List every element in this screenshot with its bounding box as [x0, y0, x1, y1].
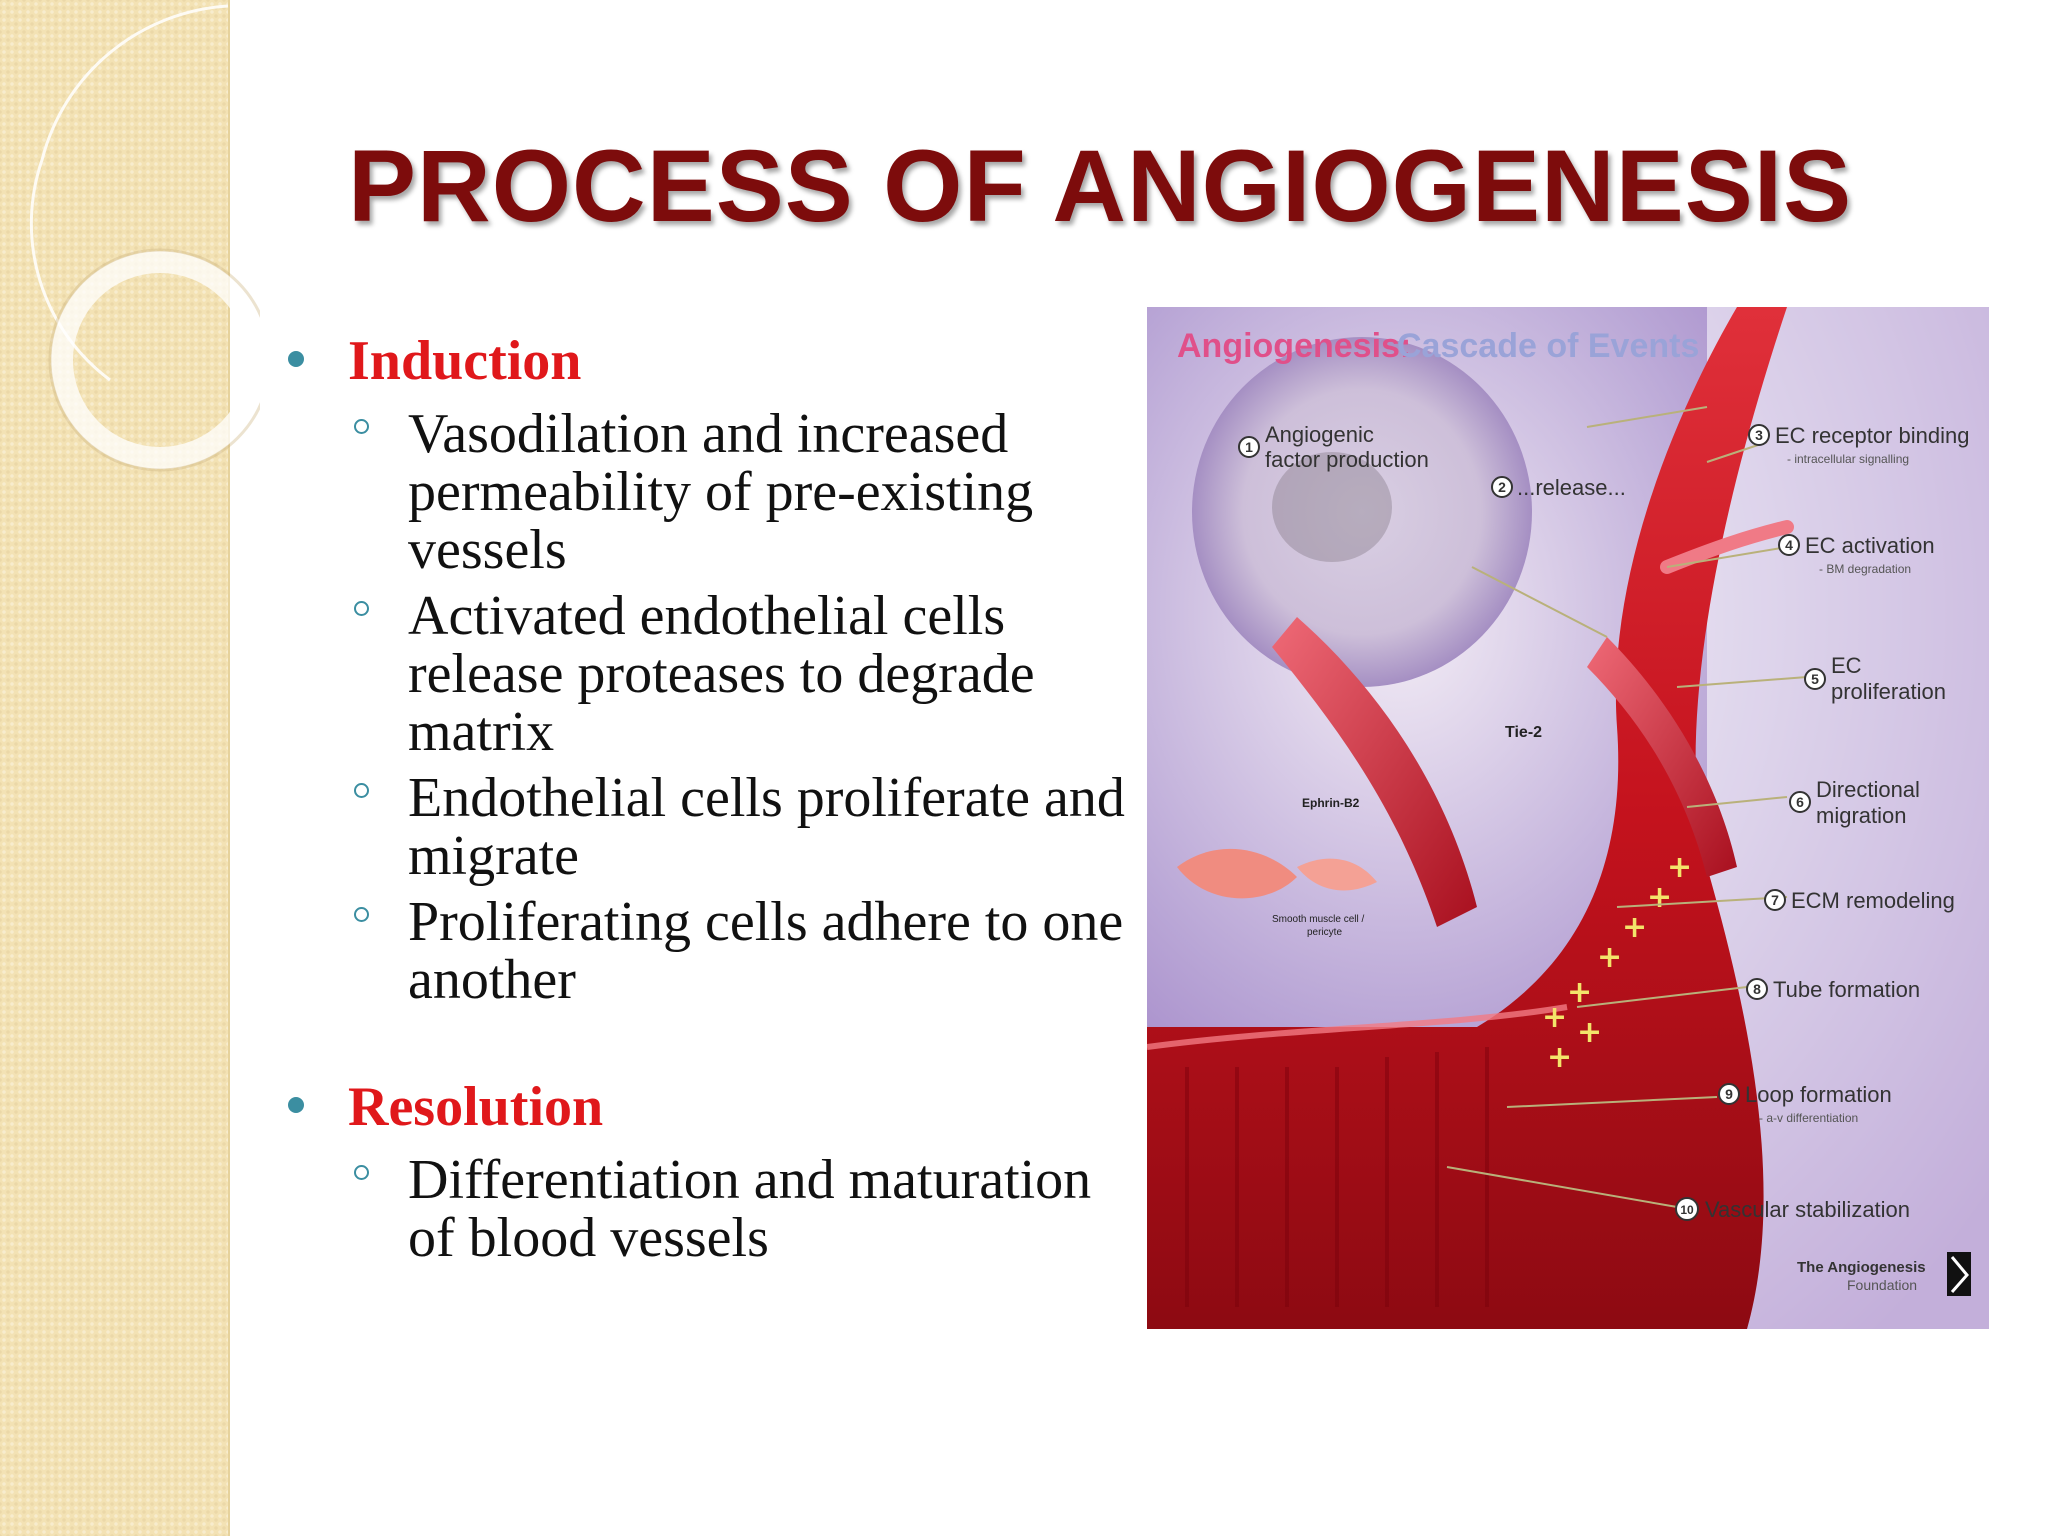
svg-text:5: 5	[1811, 671, 1819, 687]
hollow-bullet-icon	[354, 783, 369, 798]
svg-text:2: 2	[1498, 479, 1506, 495]
section-induction: Induction Vasodilation and increased per…	[282, 325, 1132, 1009]
list-item: Activated endothelial cells release prot…	[282, 587, 1132, 761]
list-item: Differentiation and maturation of blood …	[282, 1151, 1132, 1267]
list-item-text: Proliferating cells adhere to one anothe…	[408, 891, 1124, 1011]
illustration-svg: +++ +++ ++ Angiogenesis: Cascade of Even…	[1147, 307, 1989, 1329]
list-item: Vasodilation and increased permeability …	[282, 405, 1132, 579]
vessel-ridges	[1185, 1047, 1489, 1307]
sub-bullet-list: Differentiation and maturation of blood …	[282, 1151, 1132, 1267]
list-item: Endothelial cells proliferate and migrat…	[282, 769, 1132, 885]
sub-bullet-list: Vasodilation and increased permeability …	[282, 405, 1132, 1009]
step-label-8: 8 Tube formation	[1746, 977, 1920, 1002]
svg-text:3: 3	[1755, 427, 1763, 443]
leader-lines	[1446, 406, 1808, 1208]
deco-ring-outline	[48, 248, 260, 472]
step-label-4: 4 EC activation - BM degradation	[1778, 533, 1935, 576]
svg-text:EC receptor binding: EC receptor binding	[1775, 423, 1969, 448]
svg-text:- BM degradation: - BM degradation	[1819, 562, 1911, 576]
slide-title: PROCESS OF ANGIOGENESIS	[348, 129, 1853, 243]
step-label-2: 2 ...release...	[1491, 475, 1626, 500]
section-resolution: Resolution Differentiation and maturatio…	[282, 1071, 1132, 1267]
figure-title-part2: Cascade of Events	[1397, 327, 1699, 365]
svg-text:10: 10	[1680, 1203, 1694, 1217]
hollow-bullet-icon	[354, 419, 369, 434]
svg-text:Tube formation: Tube formation	[1773, 977, 1920, 1002]
svg-text:proliferation: proliferation	[1831, 679, 1946, 704]
svg-text:+: +	[1647, 880, 1672, 915]
deco-ring	[51, 251, 260, 469]
svg-text:Loop formation: Loop formation	[1745, 1082, 1892, 1107]
svg-text:9: 9	[1725, 1086, 1733, 1102]
decorative-rings	[29, 4, 260, 472]
svg-text:The Angiogenesis: The Angiogenesis	[1797, 1259, 1926, 1276]
svg-text:EC: EC	[1831, 653, 1862, 678]
svg-text:+: +	[1622, 910, 1647, 945]
svg-text:+: +	[1597, 940, 1622, 975]
smooth-muscle-label: Smooth muscle cell /	[1272, 914, 1364, 925]
vessel-sprout-right	[1587, 637, 1737, 877]
svg-text:Angiogenic: Angiogenic	[1265, 422, 1374, 447]
svg-text:+: +	[1567, 975, 1592, 1010]
step-label-5: 5 EC proliferation	[1804, 653, 1946, 704]
tie2-label: Tie-2	[1505, 724, 1542, 741]
bullet-content: Induction Vasodilation and increased per…	[282, 325, 1132, 1267]
svg-text:+: +	[1547, 1040, 1572, 1075]
svg-text:4: 4	[1785, 537, 1793, 553]
pericyte-shape	[1297, 858, 1377, 891]
svg-text:+: +	[1577, 1015, 1602, 1050]
section-heading: Induction	[282, 325, 1132, 397]
svg-text:Directional: Directional	[1816, 777, 1920, 802]
svg-text:+: +	[1667, 850, 1692, 885]
section-label: Resolution	[348, 1076, 604, 1138]
figure-title-part1: Angiogenesis:	[1177, 327, 1411, 365]
step-label-9: 9 Loop formation - a-v differentiation	[1718, 1082, 1892, 1125]
svg-text:+: +	[1542, 1000, 1567, 1035]
angiogenesis-illustration: +++ +++ ++ Angiogenesis: Cascade of Even…	[1147, 307, 1989, 1329]
section-heading: Resolution	[282, 1071, 1132, 1143]
step-label-1: 1 Angiogenic factor production	[1238, 422, 1429, 472]
step-label-7: 7 ECM remodeling	[1764, 888, 1955, 913]
smooth-muscle-cell-shape	[1177, 848, 1297, 899]
list-item-text: Vasodilation and increased permeability …	[408, 403, 1034, 581]
ephrin-label: Ephrin-B2	[1302, 796, 1360, 810]
foundation-logo: The Angiogenesis Foundation	[1797, 1252, 1971, 1296]
svg-text:- intracellular signalling: - intracellular signalling	[1787, 452, 1909, 466]
list-item-text: Endothelial cells proliferate and migrat…	[408, 767, 1125, 887]
hollow-bullet-icon	[354, 601, 369, 616]
vessel-sprout-top	[1660, 520, 1794, 574]
vessel-plus-marks: +++ +++ ++	[1542, 850, 1692, 1075]
svg-text:factor production: factor production	[1265, 447, 1429, 472]
svg-text:EC activation: EC activation	[1805, 533, 1935, 558]
svg-text:ECM remodeling: ECM remodeling	[1791, 888, 1955, 913]
bullet-dot-icon	[288, 351, 304, 367]
section-label: Induction	[348, 330, 582, 392]
svg-text:- a-v differentiation: - a-v differentiation	[1759, 1111, 1858, 1125]
list-item-text: Activated endothelial cells release prot…	[408, 585, 1035, 763]
step-label-10: 10 Vascular stabilization	[1675, 1197, 1910, 1222]
svg-text:6: 6	[1796, 794, 1804, 810]
svg-text:Vascular stabilization: Vascular stabilization	[1705, 1197, 1910, 1222]
pericyte-label: pericyte	[1307, 927, 1342, 938]
cell-nucleus-shape	[1272, 452, 1392, 562]
vessel-sprout-left	[1272, 617, 1477, 927]
svg-text:7: 7	[1771, 892, 1779, 908]
step-label-3: 3 EC receptor binding - intracellular si…	[1748, 423, 1969, 466]
step-label-6: 6 Directional migration	[1789, 777, 1920, 828]
hollow-bullet-icon	[354, 1165, 369, 1180]
bullet-dot-icon	[288, 1097, 304, 1113]
main-vessel-shape	[1147, 307, 1787, 1329]
list-item-text: Differentiation and maturation of blood …	[408, 1149, 1092, 1269]
svg-text:Foundation: Foundation	[1847, 1277, 1917, 1293]
list-item: Proliferating cells adhere to one anothe…	[282, 893, 1132, 1009]
svg-text:1: 1	[1245, 439, 1253, 455]
vessel-highlight	[1147, 1004, 1568, 1050]
svg-text:...release...: ...release...	[1517, 475, 1626, 500]
hollow-bullet-icon	[354, 907, 369, 922]
tumor-cell-shape	[1192, 337, 1532, 687]
svg-text:migration: migration	[1816, 803, 1906, 828]
svg-text:8: 8	[1753, 981, 1761, 997]
